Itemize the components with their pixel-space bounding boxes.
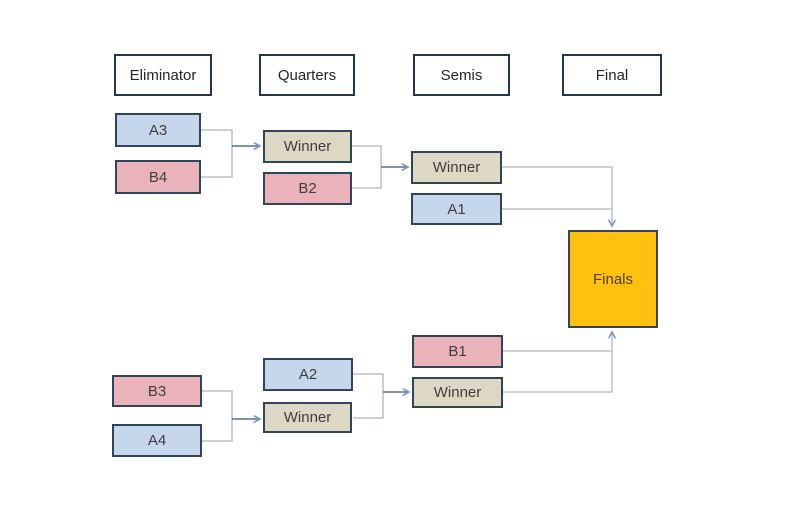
node-b1: B1: [412, 335, 503, 368]
node-b2: B2: [263, 172, 352, 205]
bracket-a3-b4: [201, 129, 233, 178]
node-winner-quarters-bottom: Winner: [263, 402, 352, 433]
column-header-semis: Semis: [413, 54, 510, 96]
node-b3: B3: [112, 375, 202, 407]
bracket-b3-a4: [202, 390, 233, 442]
bracket-a2-winnerq: [353, 373, 384, 419]
node-a2: A2: [263, 358, 353, 391]
node-a1: A1: [411, 193, 502, 225]
node-winner-semis-bottom: Winner: [412, 377, 503, 408]
bracket-winnerq-b2: [352, 145, 382, 189]
node-a4: A4: [112, 424, 202, 457]
column-header-final: Final: [562, 54, 662, 96]
node-b4: B4: [115, 160, 201, 194]
column-header-eliminator: Eliminator: [114, 54, 212, 96]
arrow-bottom-into-finals: [503, 333, 612, 393]
node-finals: Finals: [568, 230, 658, 328]
node-a3: A3: [115, 113, 201, 147]
node-winner-quarters-top: Winner: [263, 130, 352, 163]
node-winner-semis-top: Winner: [411, 151, 502, 184]
column-header-quarters: Quarters: [259, 54, 355, 96]
arrow-top-into-finals: [502, 166, 612, 225]
